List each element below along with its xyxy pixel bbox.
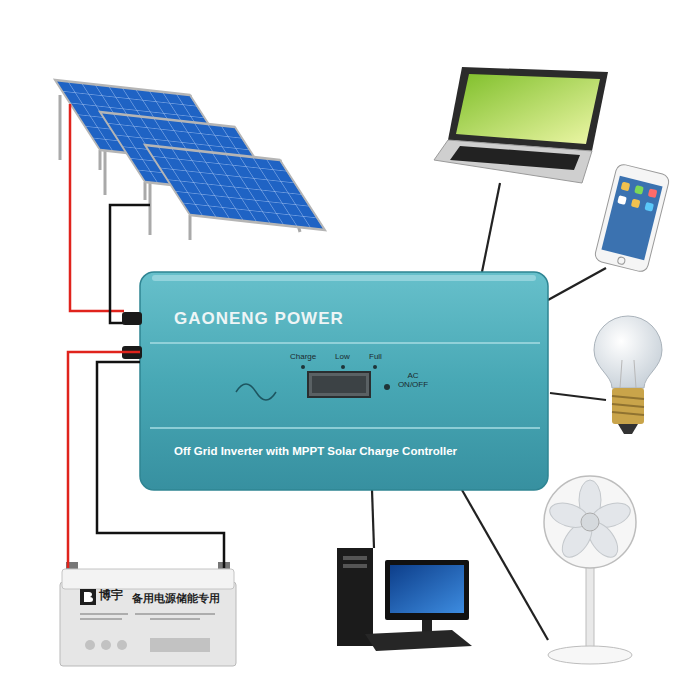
indicator-label: Full bbox=[369, 352, 382, 361]
case-line bbox=[150, 427, 540, 429]
battery-icon bbox=[117, 640, 127, 650]
fan-hub bbox=[581, 513, 599, 531]
brand-logo bbox=[80, 589, 96, 605]
brand-logo-mark bbox=[84, 592, 93, 602]
fan-blades bbox=[547, 480, 634, 562]
battery-lid bbox=[62, 569, 234, 589]
bulb-thread bbox=[612, 396, 644, 415]
laptop-keyboard bbox=[450, 146, 580, 170]
switch-label: AC ON/OFF bbox=[396, 371, 430, 389]
phone-screen bbox=[601, 176, 662, 260]
pc-drive bbox=[343, 556, 367, 560]
case-line bbox=[150, 342, 540, 344]
phone-apps bbox=[617, 182, 657, 212]
desktop-computer bbox=[337, 548, 472, 651]
phone-button bbox=[617, 256, 625, 264]
battery-wire-red bbox=[68, 352, 140, 568]
brand-name: GAONENG POWER bbox=[174, 309, 344, 329]
laptop-screen bbox=[456, 74, 600, 144]
case-highlight bbox=[152, 275, 536, 281]
led bbox=[373, 365, 377, 369]
indicator-label: Charge bbox=[290, 352, 316, 361]
panel-wire-red bbox=[70, 104, 124, 311]
app-icon bbox=[631, 199, 641, 209]
bulb-base bbox=[612, 388, 644, 424]
app-icon bbox=[617, 195, 627, 205]
lcd-screen bbox=[308, 372, 370, 397]
indicator-label: Low bbox=[335, 352, 350, 361]
battery-brand: 博宇 bbox=[99, 589, 123, 603]
light-bulb bbox=[594, 316, 662, 434]
fine-print-line bbox=[80, 613, 128, 615]
bulb-tip bbox=[618, 424, 638, 434]
fine-print-line bbox=[80, 618, 122, 620]
battery bbox=[60, 562, 236, 666]
output-wire bbox=[482, 183, 500, 272]
power-button bbox=[384, 384, 390, 390]
battery-icon bbox=[85, 640, 95, 650]
output-wire bbox=[548, 268, 606, 300]
lcd-inner bbox=[312, 376, 366, 393]
fan-base bbox=[548, 646, 632, 664]
phone bbox=[594, 163, 671, 273]
bulb-glass bbox=[594, 316, 662, 388]
battery-usage: 备用电源储能专用 bbox=[132, 592, 220, 604]
fan bbox=[544, 476, 636, 664]
led bbox=[341, 365, 345, 369]
app-icon bbox=[621, 182, 631, 192]
app-icon bbox=[648, 188, 658, 198]
inverter-case bbox=[122, 272, 548, 490]
laptop-lid bbox=[448, 67, 608, 151]
fine-print-line bbox=[135, 613, 215, 615]
output-wire bbox=[550, 393, 606, 400]
battery-icon bbox=[101, 640, 111, 650]
pc-tower bbox=[337, 548, 373, 646]
monitor-screen bbox=[390, 565, 464, 613]
battery-wire-black bbox=[97, 362, 224, 568]
fan-pole bbox=[586, 565, 594, 651]
fan-guard bbox=[544, 476, 636, 568]
monitor-frame bbox=[385, 560, 469, 620]
inverter-body bbox=[140, 272, 548, 490]
bulb-filament bbox=[620, 360, 636, 388]
battery-body bbox=[60, 582, 236, 666]
pc-drive bbox=[343, 564, 367, 568]
sine-symbol bbox=[236, 384, 276, 400]
solar-panel bbox=[145, 145, 325, 230]
battery-label-plate bbox=[150, 638, 210, 652]
led bbox=[301, 365, 305, 369]
keyboard bbox=[365, 630, 472, 651]
output-wire bbox=[372, 490, 374, 548]
fine-print-line bbox=[150, 618, 200, 620]
laptop-base bbox=[434, 140, 592, 183]
output-wire bbox=[462, 490, 548, 640]
app-icon bbox=[634, 185, 644, 195]
phone-body bbox=[594, 163, 671, 273]
solar-panel-face bbox=[145, 145, 325, 230]
battery-icons bbox=[85, 638, 210, 652]
inverter-unit: GAONENG POWER Charge Low Full AC ON/OFF Off G… bbox=[140, 272, 548, 490]
app-icon bbox=[644, 202, 654, 212]
battery-fine-print bbox=[80, 614, 215, 619]
laptop bbox=[434, 67, 608, 183]
monitor-stand bbox=[422, 620, 432, 632]
battery-unit: 博宇备用电源储能专用 bbox=[60, 568, 236, 666]
terminal-knob bbox=[122, 312, 142, 325]
product-name: Off Grid Inverter with MPPT Solar Charge… bbox=[174, 445, 457, 458]
